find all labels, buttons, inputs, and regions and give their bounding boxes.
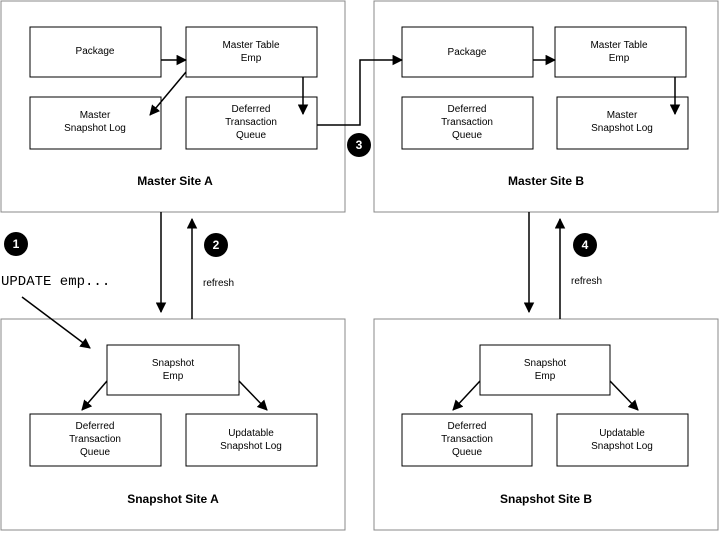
deferred-queue-box-b: [401, 96, 534, 150]
arrow-snapshot-to-log-sa: [238, 380, 268, 411]
deferred-queue-label-b-3: Queue: [452, 130, 482, 141]
snapshot-box-b: [479, 344, 611, 396]
step-marker-3: 3: [347, 133, 371, 157]
step-number-1: 1: [13, 237, 20, 251]
updatable-log-box-sb: [556, 413, 689, 467]
update-statement: UPDATE emp...: [1, 274, 110, 290]
package-label-b: Package: [448, 47, 487, 58]
master-snapshot-log-label-a-1: Master: [80, 110, 111, 121]
arrow-snapshot-to-log-sb: [609, 380, 639, 411]
master-table-label-a-1: Master Table: [222, 40, 280, 51]
site-title-master-b: Master Site B: [508, 174, 584, 188]
deferred-queue-label-a-1: Deferred: [232, 104, 271, 115]
master-table-label-b-1: Master Table: [590, 40, 648, 51]
deferred-queue-box-sa: [29, 413, 162, 467]
site-title-snapshot-b: Snapshot Site B: [500, 492, 592, 506]
updatable-log-box-sa: [185, 413, 318, 467]
master-table-label-a-2: Emp: [241, 53, 262, 64]
snapshot-label-a-1: Snapshot: [152, 358, 194, 369]
deferred-queue-box-a: [185, 96, 318, 150]
deferred-queue-label-b-2: Transaction: [441, 117, 493, 128]
step-marker-4: 4: [573, 233, 597, 257]
updatable-log-label-sa-2: Snapshot Log: [220, 441, 282, 452]
deferred-queue-label-a-3: Queue: [236, 130, 266, 141]
step-number-4: 4: [582, 238, 589, 252]
snapshot-label-a-2: Emp: [163, 371, 184, 382]
step-marker-2: 2: [204, 233, 228, 257]
deferred-queue-label-sa-2: Transaction: [69, 434, 121, 445]
deferred-queue-label-sb-2: Transaction: [441, 434, 493, 445]
arrow-snapshot-to-queue-sb: [452, 380, 481, 411]
arrow-table-to-log-a: [149, 71, 187, 116]
snapshot-box-a: [106, 344, 240, 396]
deferred-queue-label-sb-3: Queue: [452, 447, 482, 458]
master-table-box-a: [185, 26, 318, 78]
master-site-b: Package Master Table Emp Deferred Transa…: [373, 0, 719, 213]
master-snapshot-log-label-b-2: Snapshot Log: [591, 123, 653, 134]
refresh-label-a: refresh: [203, 278, 234, 289]
deferred-queue-label-b-1: Deferred: [448, 104, 487, 115]
updatable-log-label-sb-2: Snapshot Log: [591, 441, 653, 452]
master-snapshot-log-box-b: [556, 96, 689, 150]
refresh-label-b: refresh: [571, 276, 602, 287]
package-box-a: [29, 26, 162, 78]
snapshot-site-b: Snapshot Emp Deferred Transaction Queue …: [373, 318, 719, 531]
updatable-log-label-sa-1: Updatable: [228, 428, 274, 439]
master-snapshot-log-label-a-2: Snapshot Log: [64, 123, 126, 134]
master-site-a: Package Master Table Emp Master Snapshot…: [0, 0, 346, 213]
package-box-b: [401, 26, 534, 78]
arrow-snapshot-to-queue-sa: [81, 380, 108, 411]
deferred-queue-label-sa-1: Deferred: [76, 421, 115, 432]
master-snapshot-log-label-b-1: Master: [607, 110, 638, 121]
site-title-snapshot-a: Snapshot Site A: [127, 492, 219, 506]
master-snapshot-log-box-a: [29, 96, 162, 150]
package-label-a: Package: [76, 46, 115, 57]
deferred-queue-label-sa-3: Queue: [80, 447, 110, 458]
step-marker-1: 1: [4, 232, 28, 256]
arrow-statement-to-snapshot: [21, 296, 91, 349]
deferred-queue-label-a-2: Transaction: [225, 117, 277, 128]
master-table-box-b: [554, 26, 687, 78]
snapshot-label-b-1: Snapshot: [524, 358, 566, 369]
master-table-label-b-2: Emp: [609, 53, 630, 64]
updatable-log-label-sb-1: Updatable: [599, 428, 645, 439]
step-number-2: 2: [213, 238, 220, 252]
arrow-queue-a-to-package-b: [317, 54, 404, 126]
snapshot-label-b-2: Emp: [535, 371, 556, 382]
snapshot-site-a: Snapshot Emp Deferred Transaction Queue …: [0, 318, 346, 531]
deferred-queue-box-sb: [401, 413, 533, 467]
step-number-3: 3: [356, 138, 363, 152]
deferred-queue-label-sb-1: Deferred: [448, 421, 487, 432]
site-title-master-a: Master Site A: [137, 174, 213, 188]
